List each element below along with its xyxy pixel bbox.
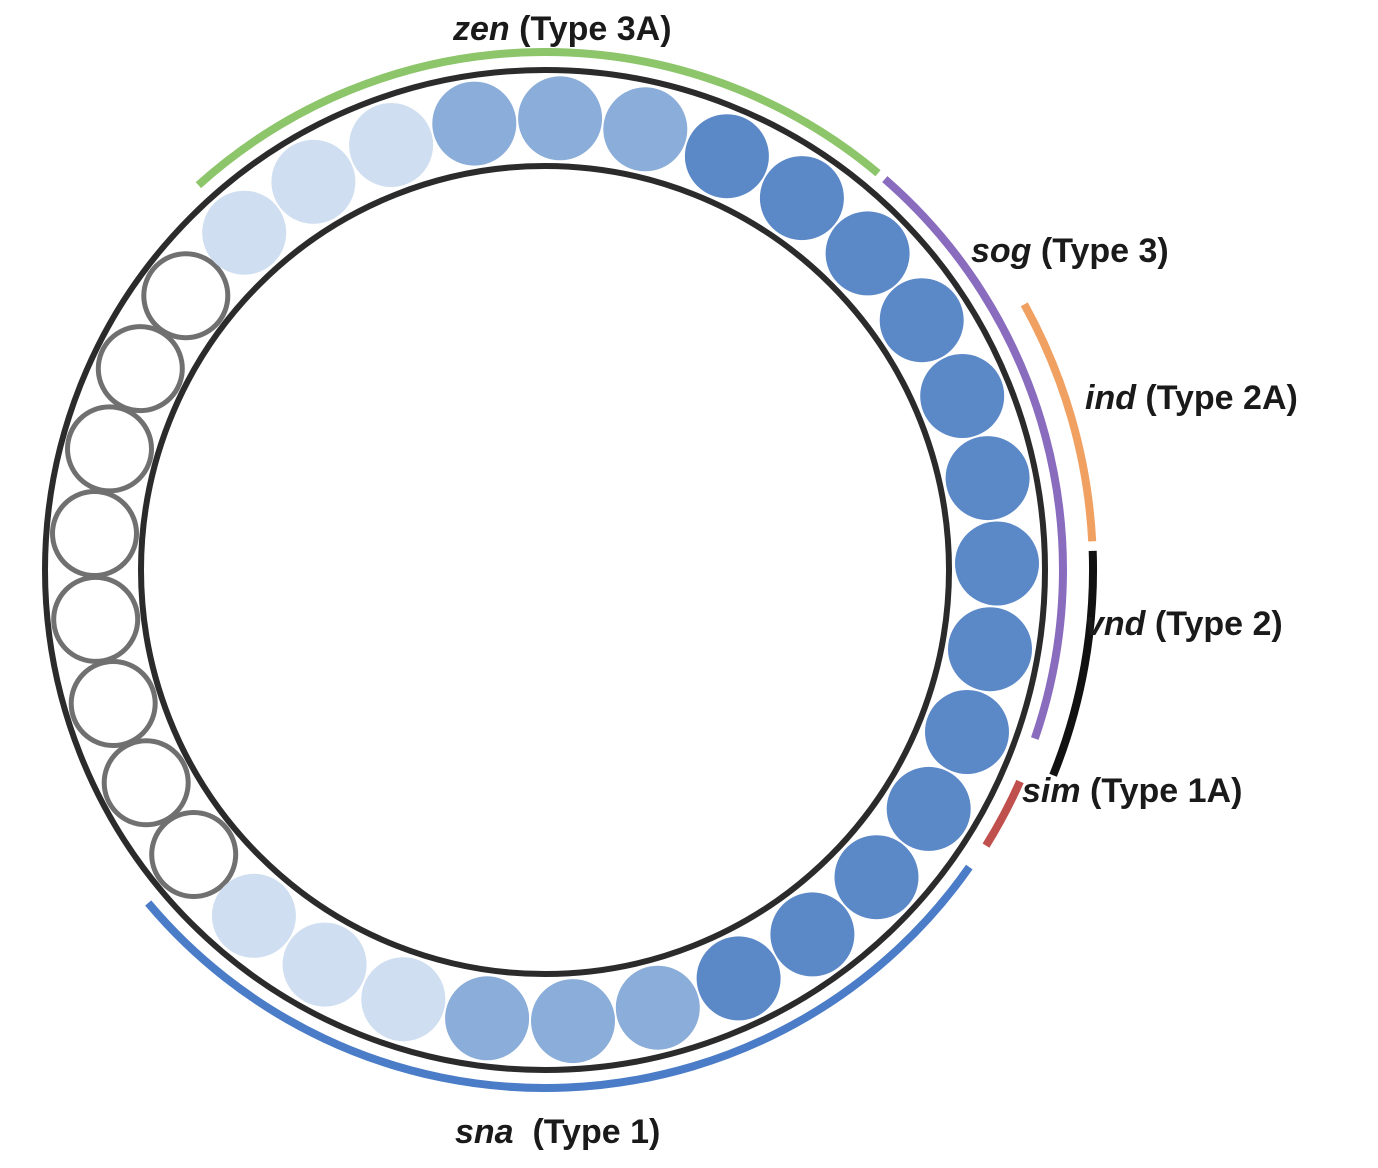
vnd-type: (Type 2) (1145, 605, 1282, 643)
sim-label: sim (Type 1A) (1022, 772, 1242, 810)
vnd-domain-arc (1049, 550, 1098, 777)
sna-domain-arc (145, 864, 973, 1092)
sog-type: (Type 3) (1031, 232, 1168, 270)
cell-4 (51, 574, 141, 664)
cell-16 (759, 156, 844, 241)
cell-21 (955, 521, 1039, 606)
cell-3 (68, 659, 158, 748)
sim-domain-arc (982, 779, 1024, 848)
cell-25 (834, 835, 919, 920)
cell-27 (696, 936, 781, 1021)
cell-2 (101, 738, 191, 828)
zen-label: zen (Type 3A) (452, 10, 672, 48)
ind-domain-arc (1020, 302, 1097, 542)
sim-gene-name: sim (1022, 772, 1081, 810)
cell-24 (886, 766, 971, 851)
ind-gene-name: ind (1085, 379, 1137, 417)
vnd-label: vnd (Type 2) (1085, 605, 1283, 643)
sog-domain-arc (882, 176, 1067, 740)
cell-15 (684, 114, 769, 199)
cell-5 (50, 489, 139, 578)
outer-ring (42, 67, 1048, 1073)
cell-9 (202, 190, 287, 275)
cell-32 (282, 922, 367, 1007)
sna-type: (Type 1) (514, 1113, 661, 1151)
cell-33 (211, 873, 296, 958)
cell-13 (518, 76, 603, 161)
cell-18 (879, 278, 964, 363)
sog-gene-name: sog (971, 232, 1032, 270)
cell-30 (445, 976, 530, 1061)
zen-type: (Type 3A) (510, 10, 672, 48)
cell-31 (361, 957, 446, 1042)
cell-19 (920, 354, 1005, 438)
cell-22 (948, 607, 1032, 692)
ind-type: (Type 2A) (1136, 379, 1298, 417)
sog-label: sog (Type 3) (971, 232, 1169, 270)
sna-gene-name: sna (455, 1113, 514, 1151)
cell-8 (141, 251, 231, 341)
ind-label: ind (Type 2A) (1085, 379, 1298, 417)
cell-10 (271, 139, 356, 224)
cell-20 (945, 436, 1030, 521)
sim-type: (Type 1A) (1081, 772, 1243, 810)
cell-6 (65, 404, 154, 494)
cell-1 (149, 810, 239, 899)
expression-domain-arcs (145, 48, 1098, 1092)
inner-ring (138, 163, 952, 977)
cell-23 (925, 690, 1009, 774)
sna-label: sna (Type 1) (455, 1113, 660, 1151)
cell-28 (615, 965, 700, 1050)
cell-29 (531, 979, 615, 1064)
zen-gene-name: zen (452, 10, 510, 48)
cell-17 (825, 211, 910, 296)
vnd-gene-name: vnd (1085, 605, 1147, 643)
cell-11 (349, 103, 434, 187)
cell-26 (770, 892, 855, 977)
zen-domain-arc (195, 48, 881, 189)
cell-12 (432, 81, 517, 166)
cell-14 (603, 87, 688, 172)
cell-7 (95, 324, 185, 414)
cells-layer (50, 76, 1039, 1064)
